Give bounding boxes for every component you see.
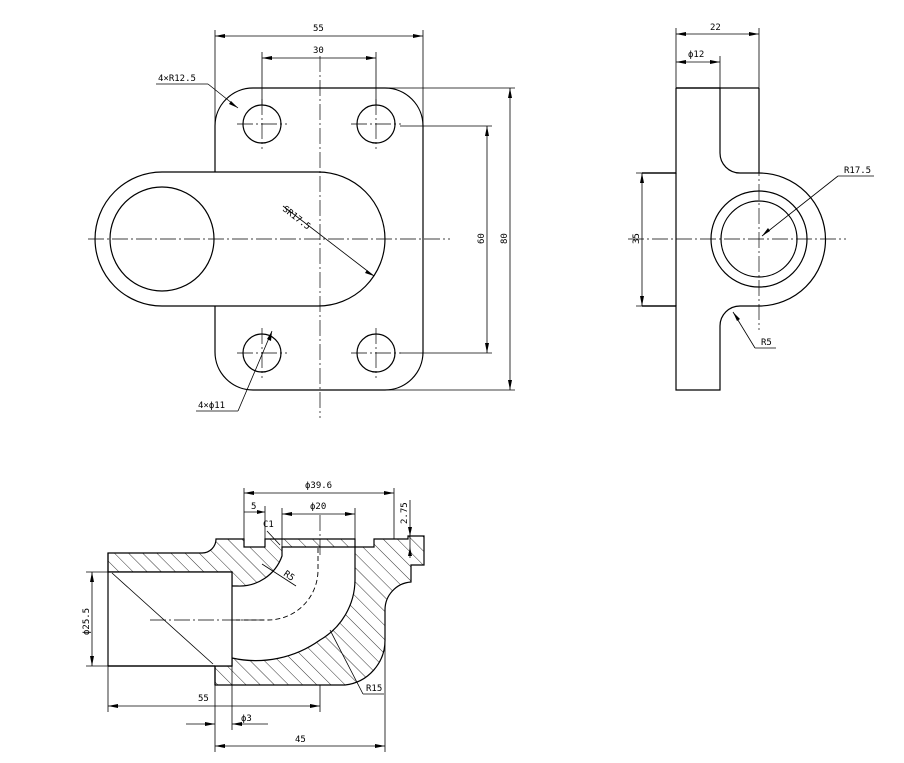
- arrow: [232, 722, 242, 726]
- dim-39-6-label: ϕ39.6: [305, 481, 332, 491]
- arrow: [485, 126, 489, 136]
- arrow: [310, 704, 320, 708]
- arrow: [108, 704, 118, 708]
- arrow: [762, 228, 770, 236]
- dim-22-label: 22: [710, 23, 721, 33]
- radius-17-5-label: R17.5: [844, 166, 871, 176]
- arrow: [676, 60, 686, 64]
- dim-12-label: ϕ12: [688, 50, 704, 60]
- arrow: [508, 88, 512, 98]
- arrow: [640, 296, 644, 306]
- radius-5-label: R5: [761, 338, 772, 348]
- arrow: [215, 744, 225, 748]
- dim-25-5-label: ϕ25.5: [82, 608, 92, 635]
- dim-35-label: 35: [632, 233, 642, 244]
- arrow: [508, 380, 512, 390]
- dim-3-label: ϕ3: [241, 714, 252, 724]
- arrow: [408, 547, 412, 556]
- arrow: [640, 173, 644, 183]
- dim-55-label: 55: [313, 24, 324, 34]
- arrow: [413, 34, 423, 38]
- arrow: [215, 34, 225, 38]
- arrow: [676, 32, 686, 36]
- arrow: [282, 512, 292, 516]
- section-upper-hatch: [107, 535, 425, 686]
- arrow: [205, 722, 215, 726]
- section-view: ϕ39.6 5 ϕ20 C1 2.75 R5 ϕ25.5 R: [82, 481, 425, 752]
- arrow: [749, 32, 759, 36]
- arrow: [365, 270, 374, 276]
- arrow: [366, 56, 376, 60]
- arrow: [244, 491, 254, 495]
- arrow: [384, 491, 394, 495]
- dim-5-label: 5: [251, 502, 256, 512]
- side-view: 22 ϕ12 R17.5 35 R5: [628, 23, 874, 391]
- arrow: [733, 312, 740, 321]
- hidden-arc: [236, 548, 319, 621]
- front-view: 55 30 4×R12.5 SR17.5 60 80: [88, 24, 515, 418]
- dim-45-label: 45: [295, 735, 306, 745]
- dim-55-section-label: 55: [198, 694, 209, 704]
- arrow: [345, 512, 355, 516]
- holes-label: 4×ϕ11: [198, 401, 225, 411]
- corner-radius-label: 4×R12.5: [158, 74, 196, 84]
- leader: [261, 563, 297, 587]
- arrow: [90, 656, 94, 666]
- leader: [329, 629, 364, 695]
- radius-15-label: R15: [366, 684, 382, 694]
- arrow: [375, 744, 385, 748]
- arrow: [257, 510, 265, 514]
- section-radius-5-label: R5: [281, 569, 296, 583]
- arrow: [90, 572, 94, 582]
- arrow: [267, 331, 272, 341]
- arrow: [229, 101, 238, 108]
- arrow: [710, 60, 720, 64]
- dim-2-75-label: 2.75: [400, 502, 410, 524]
- leader: [266, 530, 281, 546]
- leader: [282, 205, 375, 277]
- leader: [237, 330, 273, 412]
- leader: [761, 175, 839, 237]
- chamfer-label: C1: [263, 520, 274, 530]
- arrow: [408, 527, 412, 536]
- arrow: [485, 343, 489, 353]
- dim-20-label: ϕ20: [310, 502, 326, 512]
- dim-80-label: 80: [500, 233, 510, 244]
- dim-60-label: 60: [477, 233, 487, 244]
- cone-line: [111, 572, 214, 665]
- dim-30-label: 30: [313, 46, 324, 56]
- arrow: [262, 56, 272, 60]
